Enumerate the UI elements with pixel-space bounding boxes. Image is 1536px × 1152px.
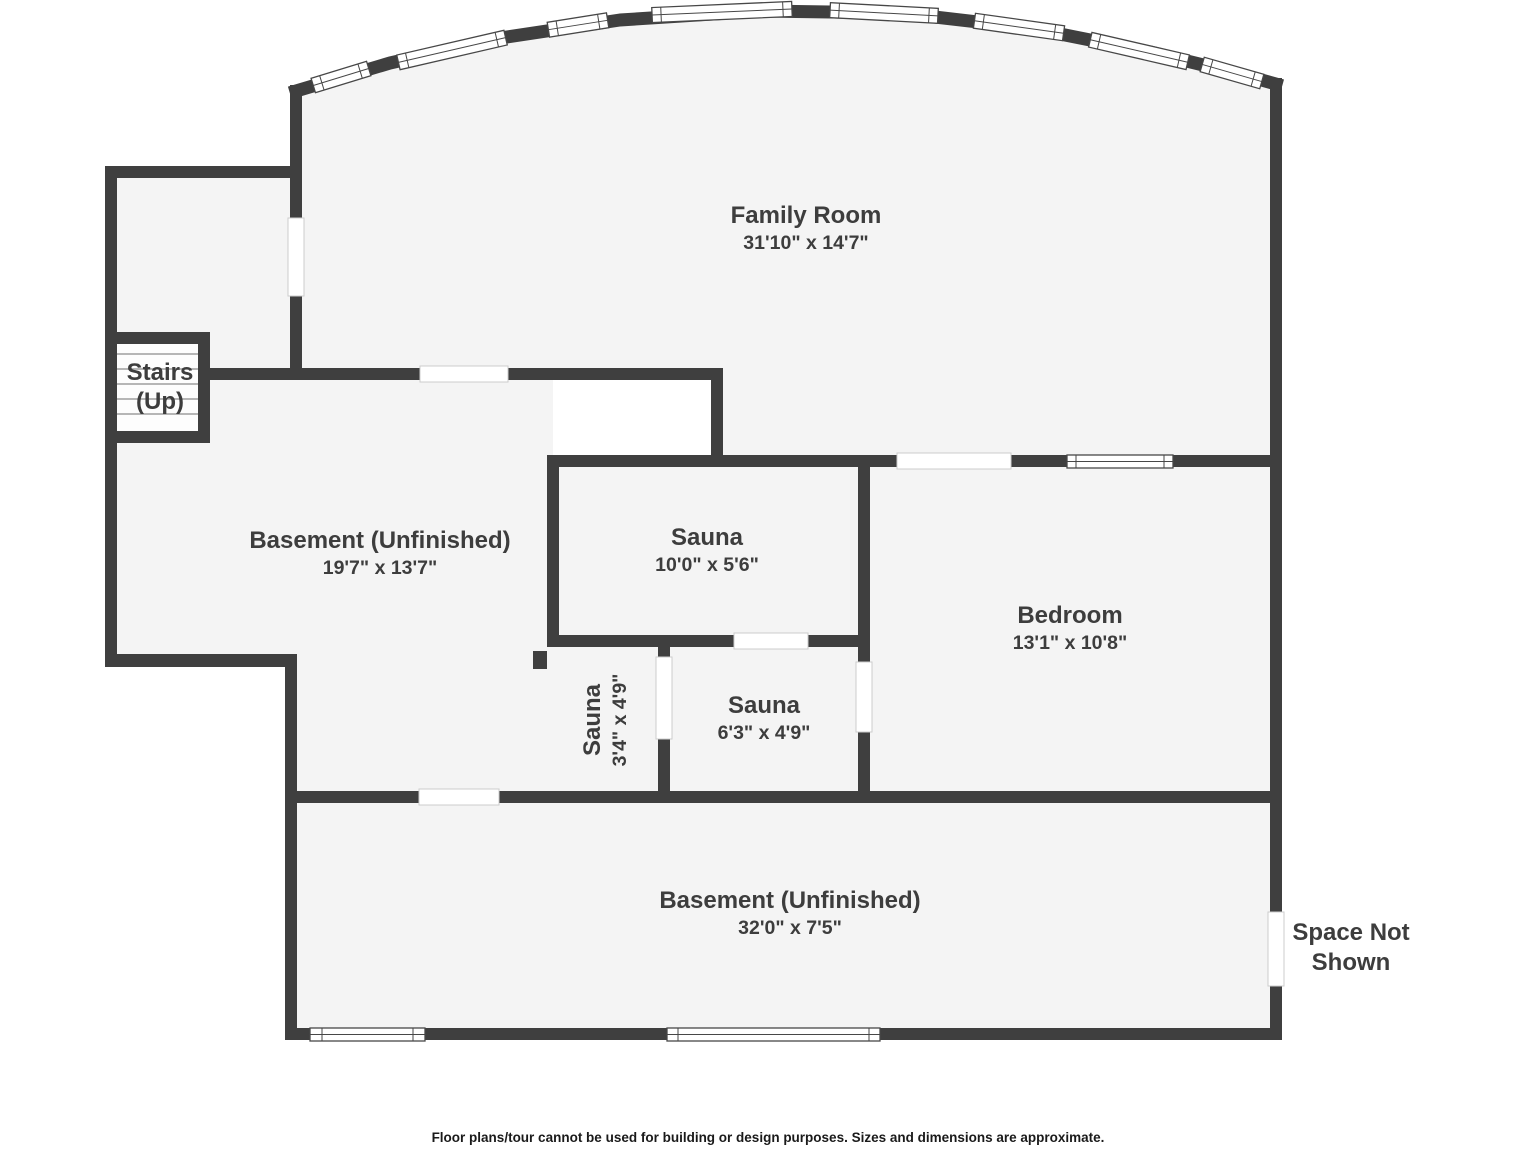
room-dims: 13'1" x 10'8" xyxy=(1012,632,1128,654)
room-dims: 3'4" x 4'9" xyxy=(609,673,631,767)
window-icon xyxy=(1087,31,1191,71)
door-opening xyxy=(855,661,873,733)
room-name: Stairs xyxy=(126,359,194,386)
room-label-sauna-large: Sauna 10'0" x 5'6" xyxy=(655,524,759,578)
room-dims: 19'7" x 13'7" xyxy=(322,557,438,579)
room-name: Bedroom xyxy=(1017,602,1123,629)
room-dims: 10'0" x 5'6" xyxy=(655,554,759,576)
window-icon xyxy=(310,60,372,94)
stairs-treads-icon xyxy=(117,353,198,415)
window-icon xyxy=(546,12,610,38)
door-opening xyxy=(419,365,509,383)
space-not-shown-label: Space Not Shown xyxy=(1292,919,1410,976)
door-opening xyxy=(655,656,673,740)
room-dims: 32'0" x 7'5" xyxy=(738,917,842,939)
floor-areas xyxy=(111,11,1276,1034)
room-label-stairs: Stairs (Up) xyxy=(127,359,194,417)
door-opening xyxy=(733,632,809,650)
window-icons xyxy=(309,0,1265,1042)
room-name: Sauna xyxy=(579,683,606,757)
window-icon xyxy=(651,0,793,24)
door-opening xyxy=(418,788,500,806)
room-label-sauna-small-right: Sauna 6'3" x 4'9" xyxy=(718,692,811,746)
door-opening xyxy=(1267,911,1285,987)
disclaimer-text: Floor plans/tour cannot be used for buil… xyxy=(431,1130,1105,1145)
room-name: Basement (Unfinished) xyxy=(659,887,921,914)
window-icon xyxy=(309,1027,426,1042)
room-label-sauna-small-left: Sauna 3'4" x 4'9" xyxy=(579,674,633,767)
door-opening xyxy=(287,217,305,297)
room-label-family-room: Family Room 31'10" x 14'7" xyxy=(731,202,882,256)
room-name: Basement (Unfinished) xyxy=(249,527,511,554)
room-name: Sauna xyxy=(727,692,801,719)
room-label-basement-lower: Basement (Unfinished) 32'0" x 7'5" xyxy=(659,887,920,941)
window-icon xyxy=(1066,454,1174,469)
room-label-bedroom: Bedroom 13'1" x 10'8" xyxy=(1013,602,1128,656)
window-icon xyxy=(828,2,940,24)
window-icon xyxy=(972,12,1066,42)
room-name: Family Room xyxy=(730,202,882,229)
room-dims: 31'10" x 14'7" xyxy=(743,232,869,254)
window-icon xyxy=(1199,56,1265,90)
door-opening xyxy=(896,452,1012,470)
door-openings xyxy=(287,217,1285,987)
room-dims: 6'3" x 4'9" xyxy=(717,722,811,744)
window-icon xyxy=(395,29,509,71)
room-name: Sauna xyxy=(670,524,744,551)
room-label-basement-upper: Basement (Unfinished) 19'7" x 13'7" xyxy=(249,527,510,581)
room-dims: (Up) xyxy=(136,388,184,415)
window-icon xyxy=(666,1027,881,1042)
